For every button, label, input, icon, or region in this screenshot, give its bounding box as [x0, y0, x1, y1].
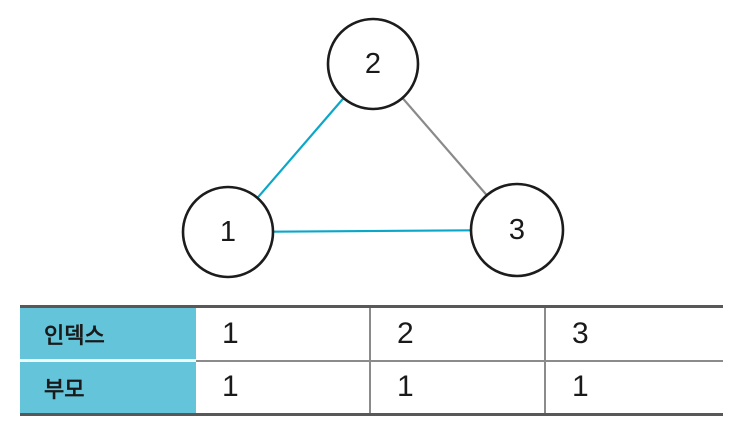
node-2-label: 2 — [365, 48, 381, 80]
table-row-index: 인덱스 1 2 3 — [20, 306, 723, 361]
graph-canvas: 1 2 3 — [181, 17, 565, 279]
node-1-circle — [181, 185, 275, 279]
parent-table: 인덱스 1 2 3 부모 1 1 1 — [20, 305, 723, 416]
row-header-index: 인덱스 — [20, 306, 196, 361]
node-3-circle — [469, 182, 565, 278]
edge-1-3 — [227, 228, 518, 234]
table-cell-parent-3: 1 — [544, 359, 723, 415]
node-2-circle — [326, 17, 420, 111]
table-cell-index-3: 3 — [544, 306, 723, 361]
node-1-label: 1 — [220, 216, 236, 248]
table-cell-index-2: 2 — [369, 306, 545, 361]
table-row-parent: 부모 1 1 1 — [20, 359, 723, 415]
node-3-label: 3 — [509, 214, 525, 246]
table-cell-index-1: 1 — [196, 306, 370, 361]
row-header-parent: 부모 — [20, 359, 196, 415]
table-cell-parent-2: 1 — [369, 359, 545, 415]
table-cell-parent-1: 1 — [196, 359, 370, 415]
